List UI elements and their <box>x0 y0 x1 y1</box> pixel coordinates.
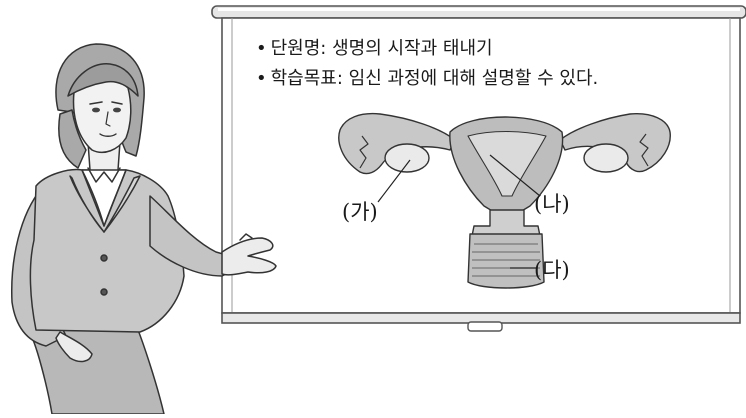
bullet-2: • <box>256 68 267 89</box>
goal-line: •학습목표: 임신 과정에 대해 설명할 수 있다. <box>256 64 598 90</box>
goal-text: 학습목표: 임신 과정에 대해 설명할 수 있다. <box>270 68 599 89</box>
unit-line: •단원명: 생명의 시작과 태내기 <box>256 34 493 60</box>
label-da: (다) <box>534 258 570 282</box>
label-na: (나) <box>534 192 570 216</box>
teacher-figure <box>11 43 277 415</box>
bullet-1: • <box>256 38 267 59</box>
uterus-diagram <box>338 112 671 289</box>
label-ga: (가) <box>342 200 378 224</box>
unit-text: 단원명: 생명의 시작과 태내기 <box>270 38 493 59</box>
